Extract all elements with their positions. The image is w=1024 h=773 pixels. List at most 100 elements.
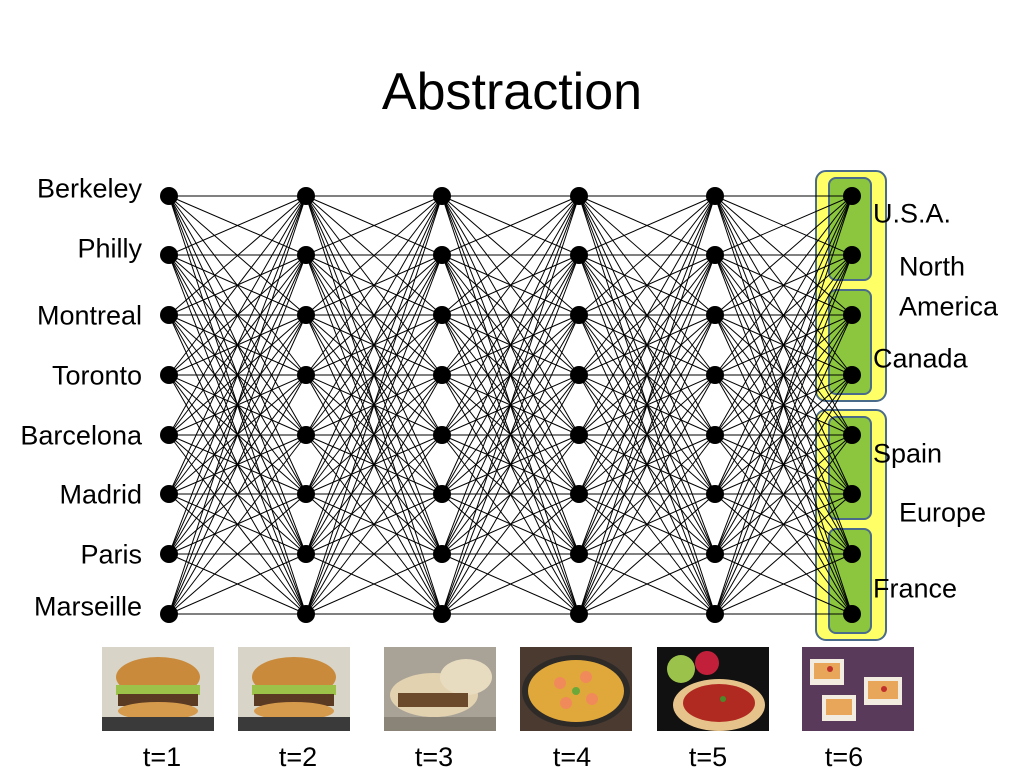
edge: [441, 195, 580, 256]
edge: [578, 434, 716, 615]
city-label-paris: Paris: [80, 539, 142, 570]
edge: [578, 195, 716, 495]
slide-title: Abstraction: [381, 63, 643, 121]
node: [160, 366, 178, 384]
node: [433, 187, 451, 205]
edge: [441, 195, 580, 316]
node: [843, 485, 861, 503]
node: [570, 246, 588, 264]
edge: [168, 195, 307, 436]
edge: [578, 314, 716, 615]
edge: [714, 195, 853, 555]
gazpacho-image: [657, 647, 769, 731]
edge: [168, 195, 307, 495]
edge: [441, 195, 580, 615]
edges: [168, 195, 853, 615]
edge: [441, 434, 580, 615]
edge: [305, 493, 443, 615]
node: [706, 366, 724, 384]
edge: [305, 195, 443, 555]
edge: [441, 374, 580, 615]
city-label-berkeley: Berkeley: [36, 173, 142, 204]
group-label-france: France: [873, 573, 958, 604]
edge: [305, 314, 443, 615]
node: [843, 246, 861, 264]
group-label-canada: Canada: [873, 343, 968, 374]
node: [297, 605, 315, 623]
edge: [168, 314, 307, 615]
node: [706, 605, 724, 623]
node: [297, 187, 315, 205]
timestep-label-5: t=5: [688, 742, 728, 772]
edge: [305, 195, 443, 615]
city-label-philly: Philly: [77, 233, 142, 264]
edge: [578, 195, 716, 376]
node: [160, 545, 178, 563]
city-label-barcelona: Barcelona: [20, 420, 142, 451]
edge: [168, 493, 307, 615]
edge: [168, 195, 307, 376]
node: [570, 485, 588, 503]
edge: [714, 195, 853, 316]
node: [706, 187, 724, 205]
node: [843, 605, 861, 623]
burger-image: [102, 647, 214, 731]
node: [843, 426, 861, 444]
city-label-madrid: Madrid: [59, 479, 142, 510]
edge: [305, 195, 443, 256]
edge: [168, 195, 307, 316]
node: [570, 306, 588, 324]
group-label-usa: U.S.A.: [873, 198, 952, 229]
group-label-north: North: [899, 251, 966, 282]
city-label-marseille: Marseille: [33, 591, 142, 622]
group-label-europe: Europe: [899, 497, 987, 528]
node: [160, 426, 178, 444]
edge: [578, 374, 716, 615]
node: [297, 306, 315, 324]
timestep-label-1: t=1: [142, 742, 182, 772]
edge: [578, 493, 716, 615]
timestep-label-4: t=4: [552, 742, 592, 772]
edge: [168, 195, 307, 555]
sandwich-image: [384, 647, 496, 731]
edge: [714, 374, 853, 615]
edge: [714, 195, 853, 376]
group-label-america: America: [899, 291, 999, 322]
edge: [305, 553, 443, 615]
group-label-spain: Spain: [873, 438, 943, 469]
edge: [305, 195, 443, 376]
edge: [714, 553, 853, 615]
timestep-label-6: t=6: [824, 742, 864, 772]
edge: [441, 195, 580, 555]
edge: [441, 195, 580, 376]
nodes: [160, 187, 861, 623]
edge: [305, 195, 443, 316]
node: [433, 306, 451, 324]
node: [433, 246, 451, 264]
node: [160, 306, 178, 324]
edge: [578, 254, 716, 615]
node: [843, 366, 861, 384]
node: [843, 306, 861, 324]
node: [706, 246, 724, 264]
node: [297, 426, 315, 444]
edge: [168, 195, 307, 615]
edge: [168, 195, 307, 256]
edge: [714, 195, 853, 256]
burger-image-2: [238, 647, 350, 731]
edge: [305, 195, 443, 495]
edge: [441, 195, 580, 495]
node: [433, 366, 451, 384]
node: [570, 366, 588, 384]
timestep-label-3: t=3: [414, 742, 454, 772]
node: [297, 246, 315, 264]
node: [706, 485, 724, 503]
edge: [305, 254, 443, 615]
edge: [578, 195, 716, 436]
node: [160, 485, 178, 503]
node: [843, 187, 861, 205]
edge: [714, 195, 853, 615]
edge: [305, 374, 443, 615]
tapas-image: [802, 647, 914, 731]
edge: [441, 254, 580, 615]
